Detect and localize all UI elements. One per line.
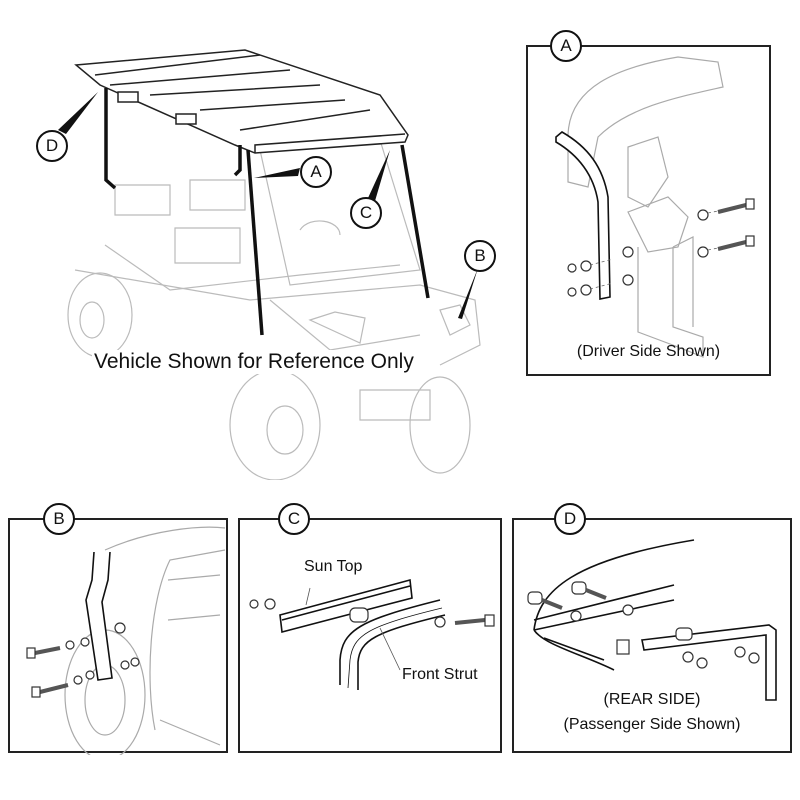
rear-strut-part	[641, 624, 777, 701]
detail-panel-a: A (Driver Side Shown)	[526, 30, 771, 376]
detail-b-callout-label: B	[53, 509, 65, 528]
callout-a-label: A	[310, 162, 322, 181]
overview-diagram: D A C B Vehicle Shown for Reference Only	[0, 0, 500, 480]
sun-top-part	[279, 578, 413, 634]
detail-c-callout-label: C	[287, 509, 301, 528]
sun-top-rear	[533, 539, 695, 671]
callout-b: B	[464, 240, 496, 272]
detail-panel-c: C Sun Top Front Strut	[238, 503, 502, 753]
hardware-b	[26, 622, 140, 698]
vehicle-body	[67, 139, 481, 480]
front-strut-detail	[339, 599, 446, 690]
detail-a-callout-label: A	[560, 36, 572, 55]
front-strut-label: Front Strut	[402, 666, 478, 683]
detail-a-caption: (Driver Side Shown)	[576, 343, 721, 360]
detail-c-illustration	[249, 578, 495, 690]
detail-a-illustration	[555, 56, 755, 358]
detail-d-callout: D	[554, 503, 586, 535]
reference-caption: Vehicle Shown for Reference Only	[92, 350, 416, 374]
callout-a: A	[300, 156, 332, 188]
detail-b-illustration	[26, 526, 226, 755]
front-strut-part	[555, 131, 611, 300]
rear-strut-part	[85, 551, 113, 681]
sun-top	[74, 49, 409, 154]
callout-c-label: C	[359, 203, 373, 222]
golf-cart-illustration	[58, 49, 481, 480]
callout-d-label: D	[45, 136, 59, 155]
detail-d-caption-line1: (REAR SIDE)	[603, 691, 701, 708]
callout-leaders	[58, 92, 478, 319]
struts	[104, 88, 430, 336]
detail-b-callout: B	[43, 503, 75, 535]
sun-top-label: Sun Top	[304, 558, 363, 575]
detail-a-callout: A	[550, 30, 582, 62]
detail-panel-d: D (REAR SIDE) (Passenger Side Shown)	[512, 503, 792, 753]
detail-d-illustration	[527, 539, 777, 701]
detail-c-callout: C	[278, 503, 310, 535]
hardware-a	[567, 198, 755, 297]
hardware-c	[249, 598, 495, 628]
callout-c: C	[350, 197, 382, 229]
hardware-d	[527, 581, 760, 669]
detail-d-caption-line2: (Passenger Side Shown)	[563, 716, 741, 733]
detail-d-callout-label: D	[563, 509, 577, 528]
callout-b-label: B	[474, 246, 486, 265]
callout-d: D	[36, 130, 68, 162]
detail-panel-b: B	[8, 503, 228, 755]
